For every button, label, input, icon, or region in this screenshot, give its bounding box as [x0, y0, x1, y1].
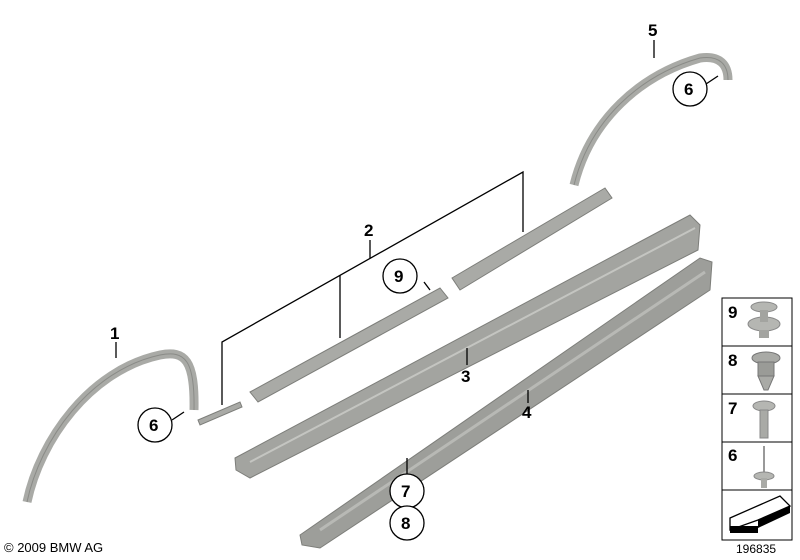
svg-text:8: 8: [401, 514, 410, 533]
leader-lines: [115, 40, 719, 474]
callout-3: 3: [461, 367, 470, 386]
callout-4: 4: [522, 403, 532, 422]
callout-6-rear: 6: [672, 71, 708, 107]
clip-8-icon: [751, 351, 781, 391]
legend-label-6: 6: [728, 446, 737, 465]
legend-label-7: 7: [728, 399, 737, 418]
svg-text:6: 6: [149, 416, 158, 435]
callout-2: 2: [364, 221, 373, 240]
legend-label-8: 8: [728, 351, 737, 370]
callout-7: 7: [389, 473, 425, 509]
svg-text:9: 9: [394, 267, 403, 286]
callout-5: 5: [648, 21, 657, 40]
callout-8: 8: [389, 505, 425, 541]
callout-9: 9: [382, 258, 418, 294]
part-2-retainer-strip[interactable]: [197, 187, 613, 426]
direction-arrow-icon: [729, 495, 792, 533]
screw-7-icon: [752, 400, 776, 439]
legend-label-9: 9: [728, 303, 737, 322]
svg-text:6: 6: [684, 80, 693, 99]
part-5-wheel-arch-trim[interactable]: [569, 52, 733, 187]
svg-text:7: 7: [401, 482, 410, 501]
rivet-6-icon: [753, 446, 775, 488]
callout-1: 1: [110, 324, 119, 343]
copyright-text: © 2009 BMW AG: [4, 540, 104, 555]
diagram-number: 196835: [736, 542, 777, 556]
part-3-side-sill-cover[interactable]: [234, 214, 701, 479]
clip-9-icon: [747, 301, 781, 338]
part-1-wheel-arch-trim[interactable]: [22, 349, 199, 503]
callout-6-front: 6: [137, 407, 173, 443]
fastener-legend-panel: 9 8 7 6: [721, 297, 793, 541]
